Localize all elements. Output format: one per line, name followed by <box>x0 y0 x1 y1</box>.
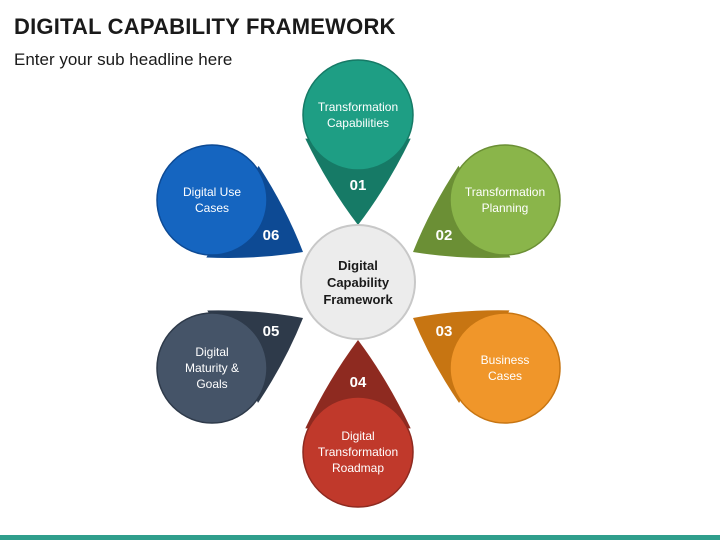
node-number: 03 <box>436 323 453 340</box>
node-circle <box>302 59 414 171</box>
node-circle <box>449 312 561 424</box>
page-title: DIGITAL CAPABILITY FRAMEWORK <box>14 14 396 39</box>
node-number: 06 <box>263 227 280 244</box>
node-number: 02 <box>436 227 453 244</box>
node-circle <box>156 144 268 256</box>
node-circle <box>449 144 561 256</box>
bottom-accent-bar <box>0 535 720 540</box>
node-number: 01 <box>350 177 367 194</box>
node-circle <box>302 396 414 508</box>
node-circle <box>156 312 268 424</box>
node-number: 05 <box>263 323 280 340</box>
page-subtitle: Enter your sub headline here <box>14 50 233 69</box>
node-number: 04 <box>350 374 367 391</box>
center-circle <box>300 224 416 340</box>
